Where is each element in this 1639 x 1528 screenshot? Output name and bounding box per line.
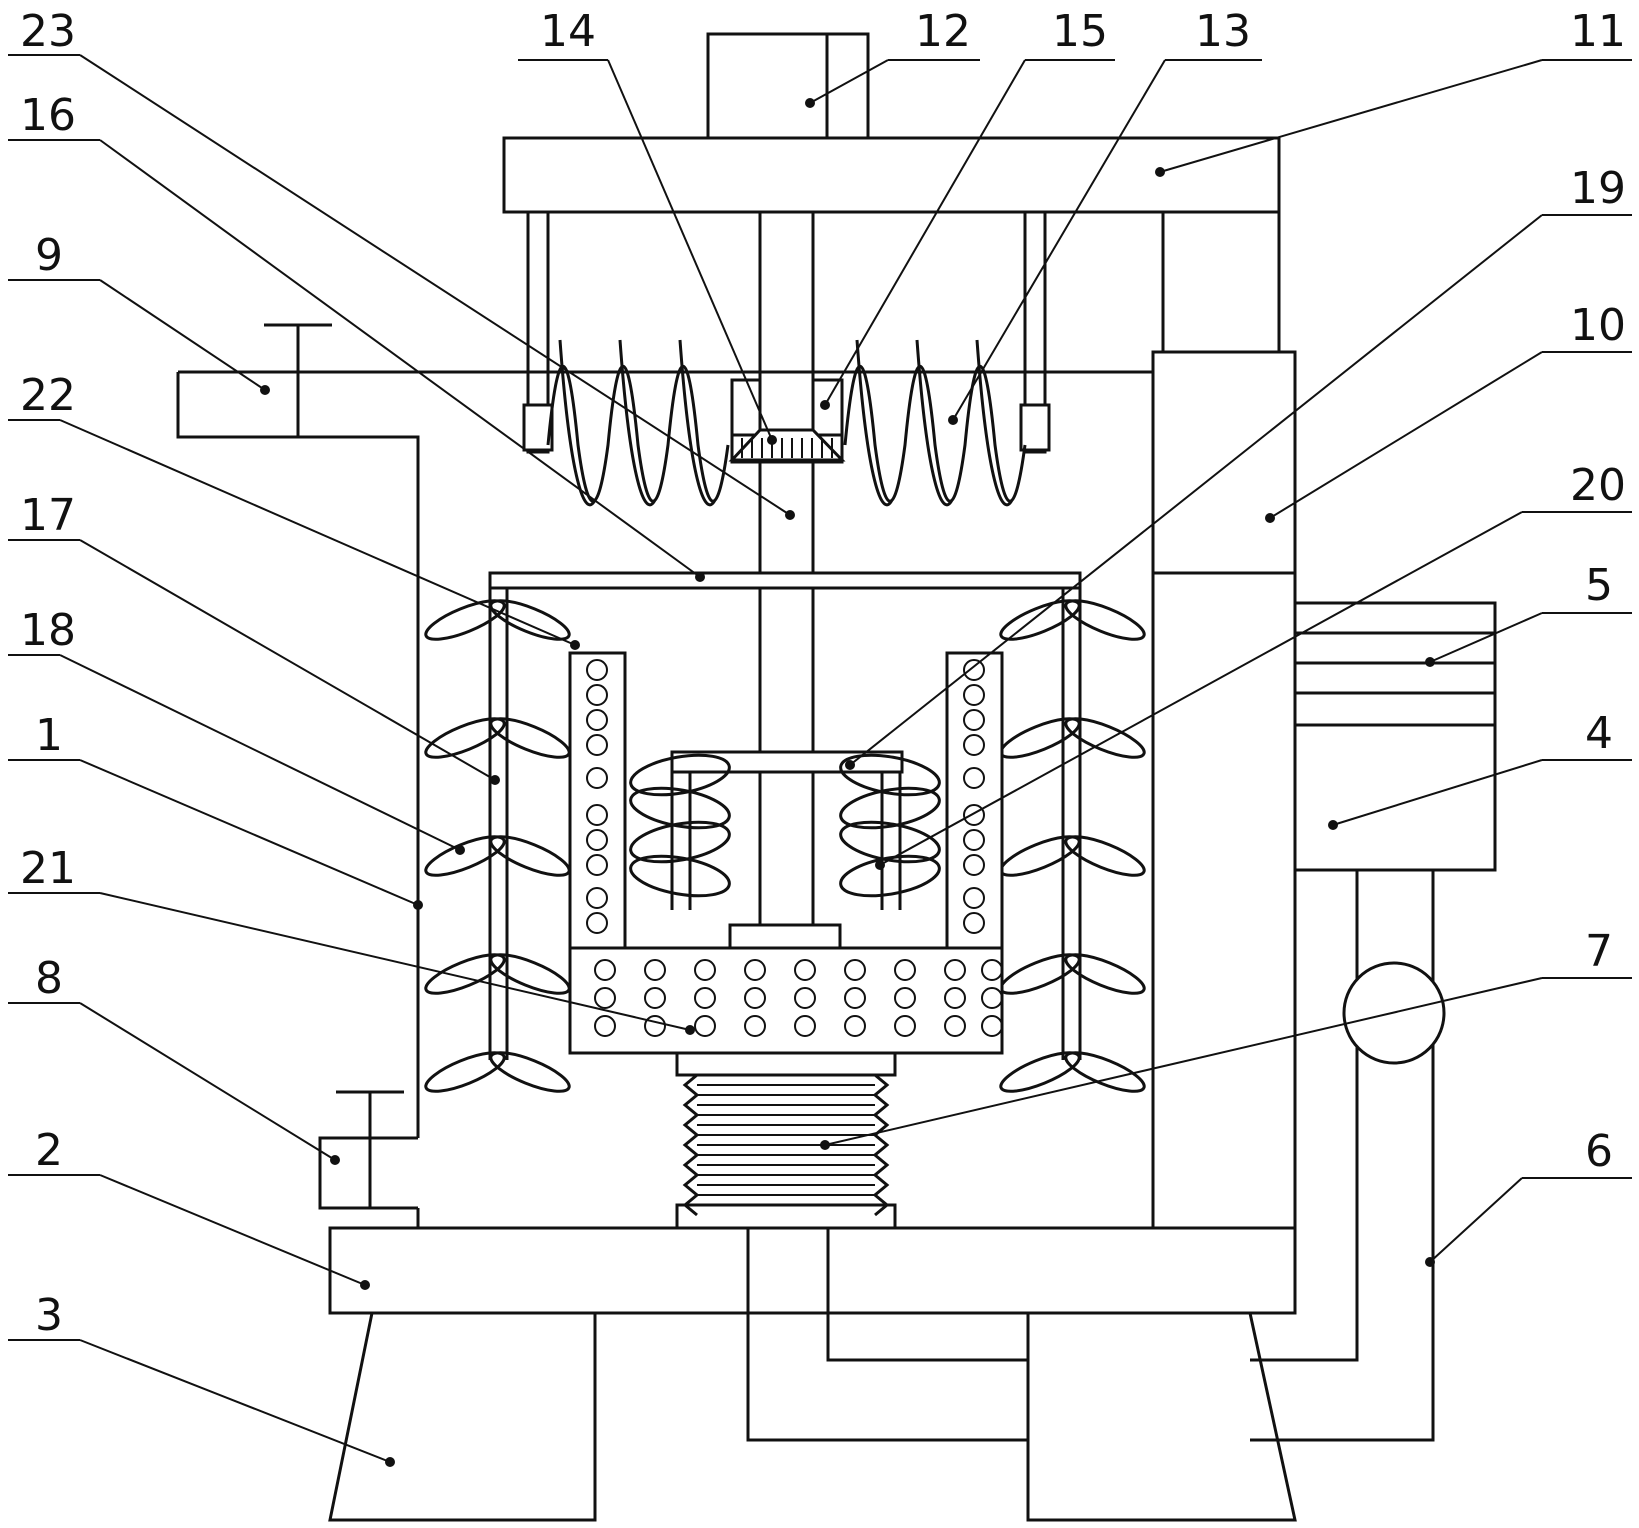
- label-12: 12: [915, 6, 971, 57]
- label-10: 10: [1570, 300, 1626, 351]
- label-23: 23: [20, 6, 76, 57]
- top-beam: [502, 136, 1281, 352]
- label-1: 1: [35, 710, 63, 761]
- label-15: 15: [1052, 6, 1108, 57]
- label-7: 7: [1585, 926, 1613, 977]
- top-valve: [264, 323, 332, 437]
- label-6: 6: [1585, 1126, 1613, 1177]
- label-13: 13: [1195, 6, 1251, 57]
- label-5: 5: [1585, 560, 1613, 611]
- label-21: 21: [20, 843, 76, 894]
- hanger-rods: [522, 210, 1051, 454]
- bellows: [675, 1051, 897, 1230]
- bevel-gear: [728, 378, 846, 464]
- label-17: 17: [20, 490, 76, 541]
- left-paddles: [420, 599, 575, 1101]
- label-texts: 23 16 9 22 17 18 1 21 8 2 3 14 12 15 13 …: [20, 6, 1626, 1341]
- right-perforated-plate: [945, 651, 1004, 950]
- label-22: 22: [20, 370, 76, 421]
- bottom-valve: [318, 1090, 404, 1210]
- label-11: 11: [1570, 6, 1626, 57]
- perforated-basket-bottom: [568, 923, 1004, 1055]
- right-leg: [1026, 1311, 1297, 1522]
- label-3: 3: [35, 1290, 63, 1341]
- right-column: [1151, 350, 1297, 1230]
- pump-box: [1293, 601, 1497, 872]
- right-paddles: [995, 599, 1150, 1101]
- label-14: 14: [540, 6, 596, 57]
- left-spiral: [546, 339, 730, 507]
- label-16: 16: [20, 90, 76, 141]
- inner-tank-frame: [488, 571, 1082, 1060]
- label-18: 18: [20, 605, 76, 656]
- label-4: 4: [1585, 708, 1613, 759]
- motor-top: [706, 32, 870, 140]
- left-outer-wall: [176, 372, 420, 1228]
- leader-lines: [8, 54, 1632, 1467]
- label-2: 2: [35, 1125, 63, 1176]
- inner-spiral-assembly: [629, 750, 941, 910]
- label-8: 8: [35, 953, 63, 1004]
- right-spiral: [843, 339, 1027, 507]
- label-19: 19: [1570, 163, 1626, 214]
- base-plate: [328, 1226, 1297, 1315]
- left-perforated-plate: [568, 651, 627, 950]
- label-9: 9: [35, 230, 63, 281]
- label-20: 20: [1570, 460, 1626, 511]
- left-leg: [328, 1311, 597, 1522]
